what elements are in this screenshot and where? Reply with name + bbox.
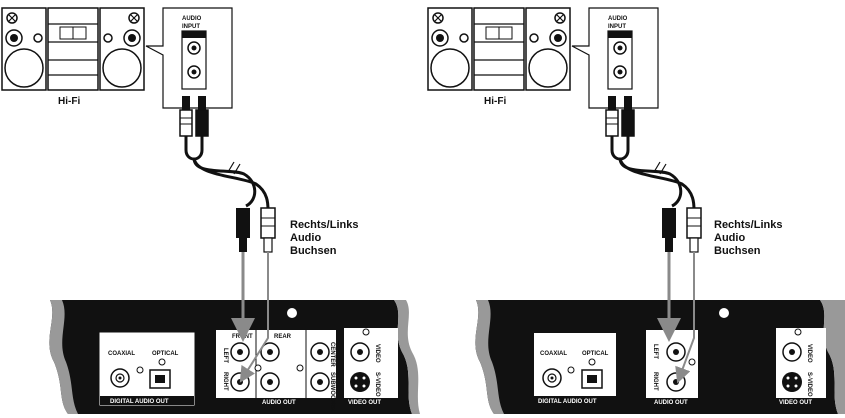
s-video-label: S-VIDEO xyxy=(374,372,380,397)
video-out-label: VIDEO OUT xyxy=(348,400,381,406)
video-label-right: VIDEO xyxy=(806,344,812,363)
video-label: VIDEO xyxy=(374,344,380,363)
connector-label-right-2: Audio xyxy=(714,232,745,244)
digital-audio-out-label-right: DIGITAL AUDIO OUT xyxy=(538,399,597,405)
left-label: LEFT xyxy=(222,348,228,363)
audio-input-callout: AUDIO INPUT xyxy=(145,7,233,109)
audio-out-label: AUDIO OUT xyxy=(262,400,296,406)
s-video-label-right: S-VIDEO xyxy=(806,372,812,397)
hifi-stereo-icon xyxy=(1,7,145,91)
right-label: RIGHT xyxy=(222,372,228,391)
connector-label-3: Buchsen xyxy=(290,245,337,257)
center-label: CENTER xyxy=(329,342,335,367)
connector-label-right-3: Buchsen xyxy=(714,245,761,257)
rca-plug-pair-bottom-right xyxy=(662,207,702,253)
connector-label-2: Audio xyxy=(290,232,321,244)
video-out-label-right: VIDEO OUT xyxy=(779,400,812,406)
diagram-right: Hi-Fi AUDIO INPUT xyxy=(427,7,845,414)
subwoofer-label: SUBWOOFER xyxy=(329,372,335,412)
audio-input-label-2: INPUT xyxy=(182,24,200,30)
audio-cable-right xyxy=(610,136,696,211)
hifi-label: Hi-Fi xyxy=(58,96,80,107)
audio-cable xyxy=(184,136,270,211)
right-label-right: RIGHT xyxy=(652,372,658,391)
audio-input-label-right-2: INPUT xyxy=(608,24,626,30)
dvd-back-panel-left: COAXIAL OPTICAL DIGITAL AUDIO OUT AUDIO … xyxy=(49,300,420,414)
audio-input-label-1: AUDIO xyxy=(182,16,202,22)
audio-input-callout-right: AUDIO INPUT xyxy=(571,7,659,109)
diagram-left: Hi-Fi AUDIO INPUT xyxy=(1,7,420,414)
coaxial-label-right: COAXIAL xyxy=(540,351,567,357)
optical-label-right: OPTICAL xyxy=(582,351,609,357)
hifi-stereo-icon-right xyxy=(427,7,571,91)
optical-label: OPTICAL xyxy=(152,351,179,357)
digital-audio-out-label: DIGITAL AUDIO OUT xyxy=(110,399,169,405)
rca-plug-pair-bottom xyxy=(236,207,276,253)
front-label: FRONT xyxy=(232,334,253,340)
connector-label-right-1: Rechts/Links xyxy=(714,219,782,231)
hifi-label-right: Hi-Fi xyxy=(484,96,506,107)
rca-plug-pair-top xyxy=(179,96,209,137)
dvd-back-panel-right: COAXIAL OPTICAL DIGITAL AUDIO OUT AUDIO … xyxy=(475,300,845,414)
coaxial-label: COAXIAL xyxy=(108,351,135,357)
connector-label-1: Rechts/Links xyxy=(290,219,358,231)
audio-input-label-right-1: AUDIO xyxy=(608,16,628,22)
audio-out-label-right: AUDIO OUT xyxy=(654,400,688,406)
rear-label: REAR xyxy=(274,334,292,340)
signal-arrow-right-channel xyxy=(239,252,269,383)
signal-arrow-right-channel-right xyxy=(675,252,695,384)
left-label-right: LEFT xyxy=(652,344,658,359)
